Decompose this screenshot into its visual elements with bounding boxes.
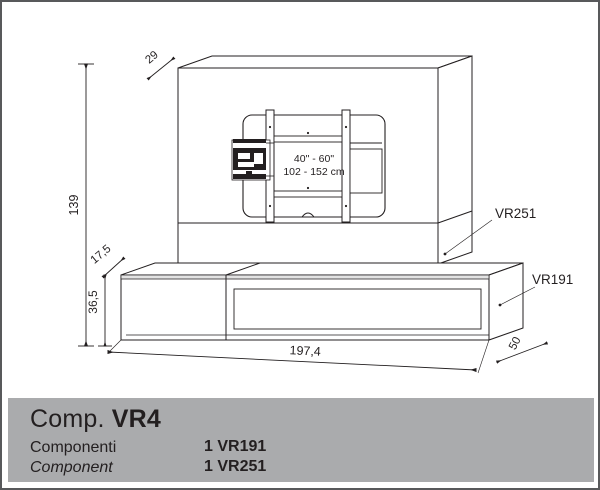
- cabinet-top-edge-strip: [120, 274, 490, 280]
- composition-footer: Comp. VR4 Componenti Component 1 VR191 1…: [8, 398, 594, 482]
- dim-line-17-5: [101, 256, 126, 279]
- callout-label-vr191: VR191: [532, 272, 573, 287]
- technical-drawing-area: 40" - 60" 102 - 152 cm: [2, 2, 598, 398]
- cabinet-top-face: [120, 262, 524, 276]
- tv-wall-mount-bracket: [231, 139, 274, 181]
- screw-dot: [344, 125, 348, 129]
- dim-ext-right: [477, 339, 490, 374]
- dim-label-139: 139: [67, 195, 81, 216]
- dim-ext-left: [109, 339, 122, 352]
- composition-prefix: Comp.: [30, 405, 105, 433]
- callout-label-vr251: VR251: [495, 206, 536, 221]
- dimension-width-197-4: 197,4: [107, 339, 490, 374]
- screw-dot: [268, 125, 272, 129]
- isometric-drawing: 40" - 60" 102 - 152 cm: [67, 49, 573, 374]
- dimension-depth-29: 29: [143, 49, 176, 81]
- composition-title: Comp. VR4: [30, 405, 161, 434]
- dimension-depth-50: 50: [495, 335, 549, 364]
- tv-size-inches: 40" - 60": [294, 153, 334, 165]
- component-item-2: 1 VR251: [204, 458, 267, 475]
- tv-size-cm: 102 - 152 cm: [283, 166, 345, 178]
- cabinet-divider-top: [225, 262, 261, 276]
- dim-label-17-5: 17,5: [89, 243, 114, 267]
- component-item-1: 1 VR191: [204, 438, 267, 455]
- lower-cabinet-group: [120, 252, 524, 341]
- dimension-cabinet-height-36-5: 36,5: [86, 274, 112, 347]
- screw-dot: [344, 204, 348, 208]
- label-componenti: Componenti: [30, 439, 117, 456]
- screw-dot: [306, 186, 310, 190]
- screw-dot: [268, 204, 272, 208]
- tv-crossbar-bottom: [273, 190, 343, 198]
- tv-screen-group: 40" - 60" 102 - 152 cm: [231, 109, 386, 223]
- composition-code: VR4: [111, 405, 162, 433]
- dim-label-50: 50: [507, 335, 524, 352]
- dimension-height-139: 139: [67, 63, 94, 347]
- cabinet-inset-panel: [233, 288, 482, 330]
- callout-vr251: VR251: [444, 206, 536, 255]
- dim-label-36-5: 36,5: [86, 290, 100, 314]
- dim-label-197-4: 197,4: [289, 343, 321, 359]
- label-component: Component: [30, 459, 113, 476]
- dimension-offset-17-5: 17,5: [89, 243, 126, 279]
- dim-label-29: 29: [143, 49, 161, 66]
- callout-vr191: VR191: [499, 272, 573, 306]
- tv-crossbar-top: [273, 135, 343, 143]
- panel-top-face: [177, 55, 473, 69]
- callout-leader-vr251: [444, 219, 493, 255]
- dim-line-197-4: [107, 349, 477, 373]
- callout-leader-vr191: [499, 286, 536, 306]
- dim-line-50: [495, 341, 549, 364]
- dim-line-29: [146, 56, 176, 81]
- cabinet-side-face: [488, 262, 524, 341]
- tv-side-panel: [349, 148, 383, 194]
- panel-side-face: [437, 55, 473, 265]
- screw-dot: [306, 131, 310, 135]
- panel-seam-side-line: [437, 210, 473, 224]
- tv-bottom-notch: [301, 212, 315, 218]
